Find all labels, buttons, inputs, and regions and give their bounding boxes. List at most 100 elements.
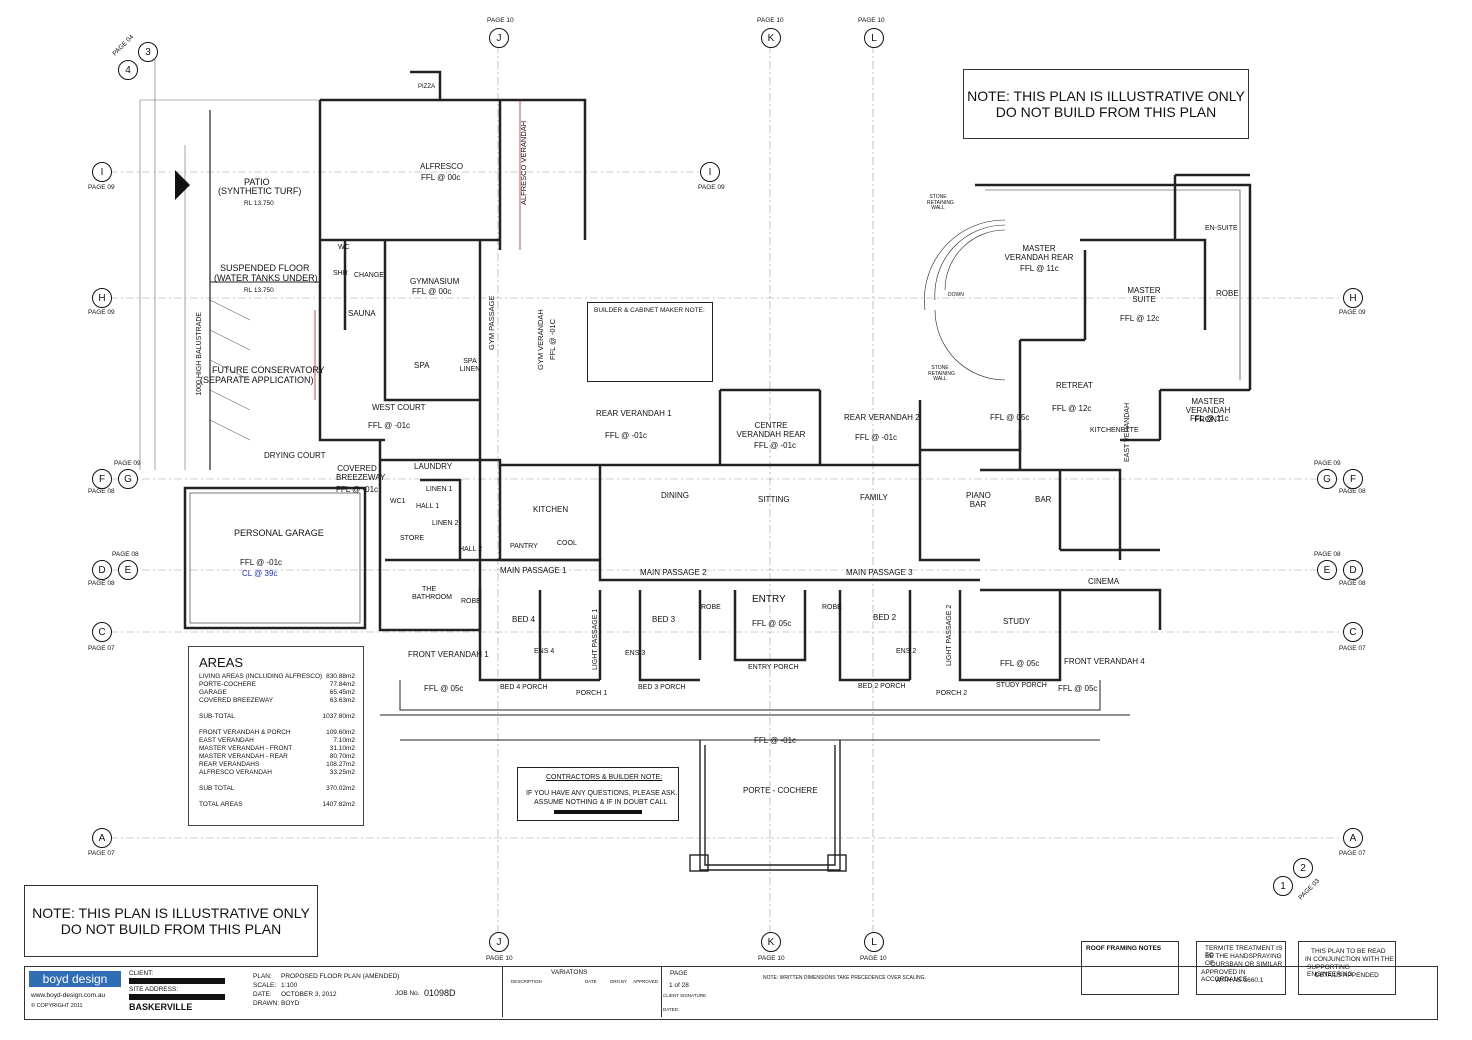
site-value: BASKERVILLE	[129, 1002, 193, 1012]
the-bathroom-label: THE BATHROOM	[412, 586, 452, 601]
linen1-label: LINEN 1	[426, 486, 453, 493]
dated: DATED:	[663, 1007, 680, 1012]
rear-verandah2-label: REAR VERANDAH 2	[844, 413, 920, 422]
builder-cabinet-note: BUILDER & CABINET MAKER NOTE:	[587, 302, 713, 382]
areas-row-label: COVERED BREEZEWAY	[199, 697, 274, 704]
page-ref-d-left: PAGE 08	[88, 580, 115, 587]
gymnasium-ffl: FFL @ 00c	[412, 287, 452, 296]
kitchenette-label: KITCHENETTE	[1090, 427, 1139, 434]
grid-marker-k-top: K	[761, 28, 781, 48]
page-ref-d-right: PAGE 08	[1339, 580, 1366, 587]
linen2-label: LINEN 2	[432, 520, 459, 527]
builder-cabinet-note-title: BUILDER & CABINET MAKER NOTE:	[594, 307, 705, 314]
page-ref-h-right: PAGE 09	[1339, 309, 1366, 316]
areas-total-label: TOTAL AREAS	[199, 801, 243, 808]
laundry-label: LAUNDRY	[414, 462, 453, 471]
future-conservatory-label: FUTURE CONSERVATORY	[212, 365, 325, 375]
grid-marker-d-left: D	[92, 560, 112, 580]
page-ref-k-bottom: PAGE 10	[758, 955, 785, 962]
page-ref-l-bottom: PAGE 10	[860, 955, 887, 962]
grid-marker-i-mid: I	[700, 162, 720, 182]
job-label: JOB No.	[395, 990, 420, 997]
pizza-label: PIZZA	[418, 84, 436, 90]
areas-row-value: 80.70m2	[329, 753, 355, 760]
client-label: CLIENT:	[129, 970, 154, 977]
balustrade-label: 1000 HIGH BALUSTRADE	[195, 312, 203, 396]
study-ffl: FFL @ 05c	[1000, 659, 1040, 668]
scale-value: 1:100	[281, 982, 298, 989]
hall2-label: HALL 2	[459, 546, 483, 553]
bed2-porch-label: BED 2 PORCH	[858, 683, 906, 690]
gym-verandah-ffl: FFL @ -01c	[548, 318, 557, 360]
page-ref-e-right: PAGE 08	[1314, 551, 1341, 558]
rear-verandah2-ffl: FFL @ -01c	[855, 433, 898, 442]
section-marker-1: 1	[1273, 876, 1293, 896]
patio-sub-label: (SYNTHETIC TURF)	[218, 186, 302, 196]
bed4-porch-label: BED 4 PORCH	[500, 684, 548, 691]
entry-porch-label: ENTRY PORCH	[748, 664, 799, 671]
page-ref-h-left: PAGE 09	[88, 309, 115, 316]
ens2-label: ENS 2	[896, 648, 917, 655]
client-signature: CLIENT SIGNATURE	[663, 993, 707, 998]
areas-row-label: LIVING AREAS (INCLUDING ALFRESCO)	[199, 673, 323, 680]
areas-row-label: ALFRESCO VERANDAH	[199, 769, 272, 776]
drying-court-label: DRYING COURT	[264, 451, 326, 460]
areas-row-label: FRONT VERANDAH & PORCH	[199, 729, 291, 736]
store-label: STORE	[400, 535, 424, 542]
illustrative-note-bottom-line2: DO NOT BUILD FROM THIS PLAN	[60, 921, 282, 937]
contractors-note-line1: IF YOU HAVE ANY QUESTIONS, PLEASE ASK.	[526, 790, 678, 797]
main-passage2-label: MAIN PASSAGE 2	[640, 568, 707, 577]
page-ref-f-left: PAGE 08	[88, 488, 115, 495]
areas-row-value: 108.27m2	[326, 761, 355, 768]
bed2-label: BED 2	[873, 613, 897, 622]
termite-line3: DURSBAN OR SIMILAR	[1211, 961, 1283, 968]
page-ref-i-left: PAGE 09	[88, 184, 115, 191]
light-passage1-label: LIGHT PASSAGE 1	[592, 608, 599, 670]
section-marker-4: 4	[118, 60, 138, 80]
termite-line5: WITH AS 3660.1	[1215, 977, 1264, 984]
variations-table: VARIATONS DESCRIPTION DATE DRN BY APPROV…	[502, 967, 662, 1017]
bed4-label: BED 4	[512, 615, 536, 624]
plan-value: PROPOSED FLOOR PLAN (AMENDED)	[281, 973, 400, 980]
hall1-label: HALL 1	[416, 503, 440, 510]
job-value: 01098D	[424, 988, 456, 998]
covered-breezeway-label: COVERED BREEZEWAY	[336, 464, 386, 482]
entry-label: ENTRY	[752, 594, 786, 605]
en-suite-label: EN-SUITE	[1205, 225, 1238, 232]
bed3-label: BED 3	[652, 615, 676, 624]
date-value: OCTOBER 3, 2012	[281, 991, 337, 998]
family-label: FAMILY	[860, 493, 888, 502]
illustrative-note-bottom-line1: NOTE: THIS PLAN IS ILLUSTRATIVE ONLY	[32, 905, 310, 921]
kitchen-label: KITCHEN	[533, 505, 569, 514]
contractors-note: CONTRACTORS & BUILDER NOTE: IF YOU HAVE …	[517, 767, 679, 821]
down-label: DOWN	[948, 292, 964, 298]
date-label: DATE:	[253, 991, 272, 998]
drawn-label: DRAWN:	[253, 1000, 280, 1007]
grid-marker-j-bottom: J	[489, 932, 509, 952]
main-passage1-label: MAIN PASSAGE 1	[500, 566, 567, 575]
porch1-label: PORCH 1	[576, 690, 608, 697]
study-porch-label: STUDY PORCH	[996, 682, 1047, 689]
centre-verandah-label: CENTRE VERANDAH REAR	[736, 421, 806, 439]
personal-garage-label: PERSONAL GARAGE	[234, 528, 324, 538]
site-label: SITE ADDRESS:	[129, 986, 179, 993]
covered-breezeway-ffl: FFL @ -01c	[336, 485, 379, 494]
grid-marker-d-right: D	[1343, 560, 1363, 580]
redacted-phone	[554, 810, 642, 814]
master-verandah-front-label: MASTER VERANDAH FRONT	[1185, 397, 1231, 424]
termite-note: TERMITE TREATMENT IS TO BE THE HANDSPRAY…	[1196, 941, 1286, 995]
alfresco-verandah-label: ALFRESCO VERANDAH	[519, 120, 528, 205]
areas-subtotal2-value: 370.02m2	[326, 785, 355, 792]
sauna-label: SAUNA	[348, 309, 376, 318]
variations-col-approved: APPROVED	[633, 979, 659, 984]
drawn-value: BOYD	[281, 1000, 300, 1007]
west-court-ffl: FFL @ -01c	[368, 421, 411, 430]
page-ref-g-right: PAGE 09	[1314, 460, 1341, 467]
page-ref-g-left: PAGE 09	[114, 460, 141, 467]
gym-passage-label: GYM PASSAGE	[487, 295, 496, 350]
page-ref-j-top: PAGE 10	[487, 17, 514, 24]
areas-title: AREAS	[199, 655, 244, 670]
